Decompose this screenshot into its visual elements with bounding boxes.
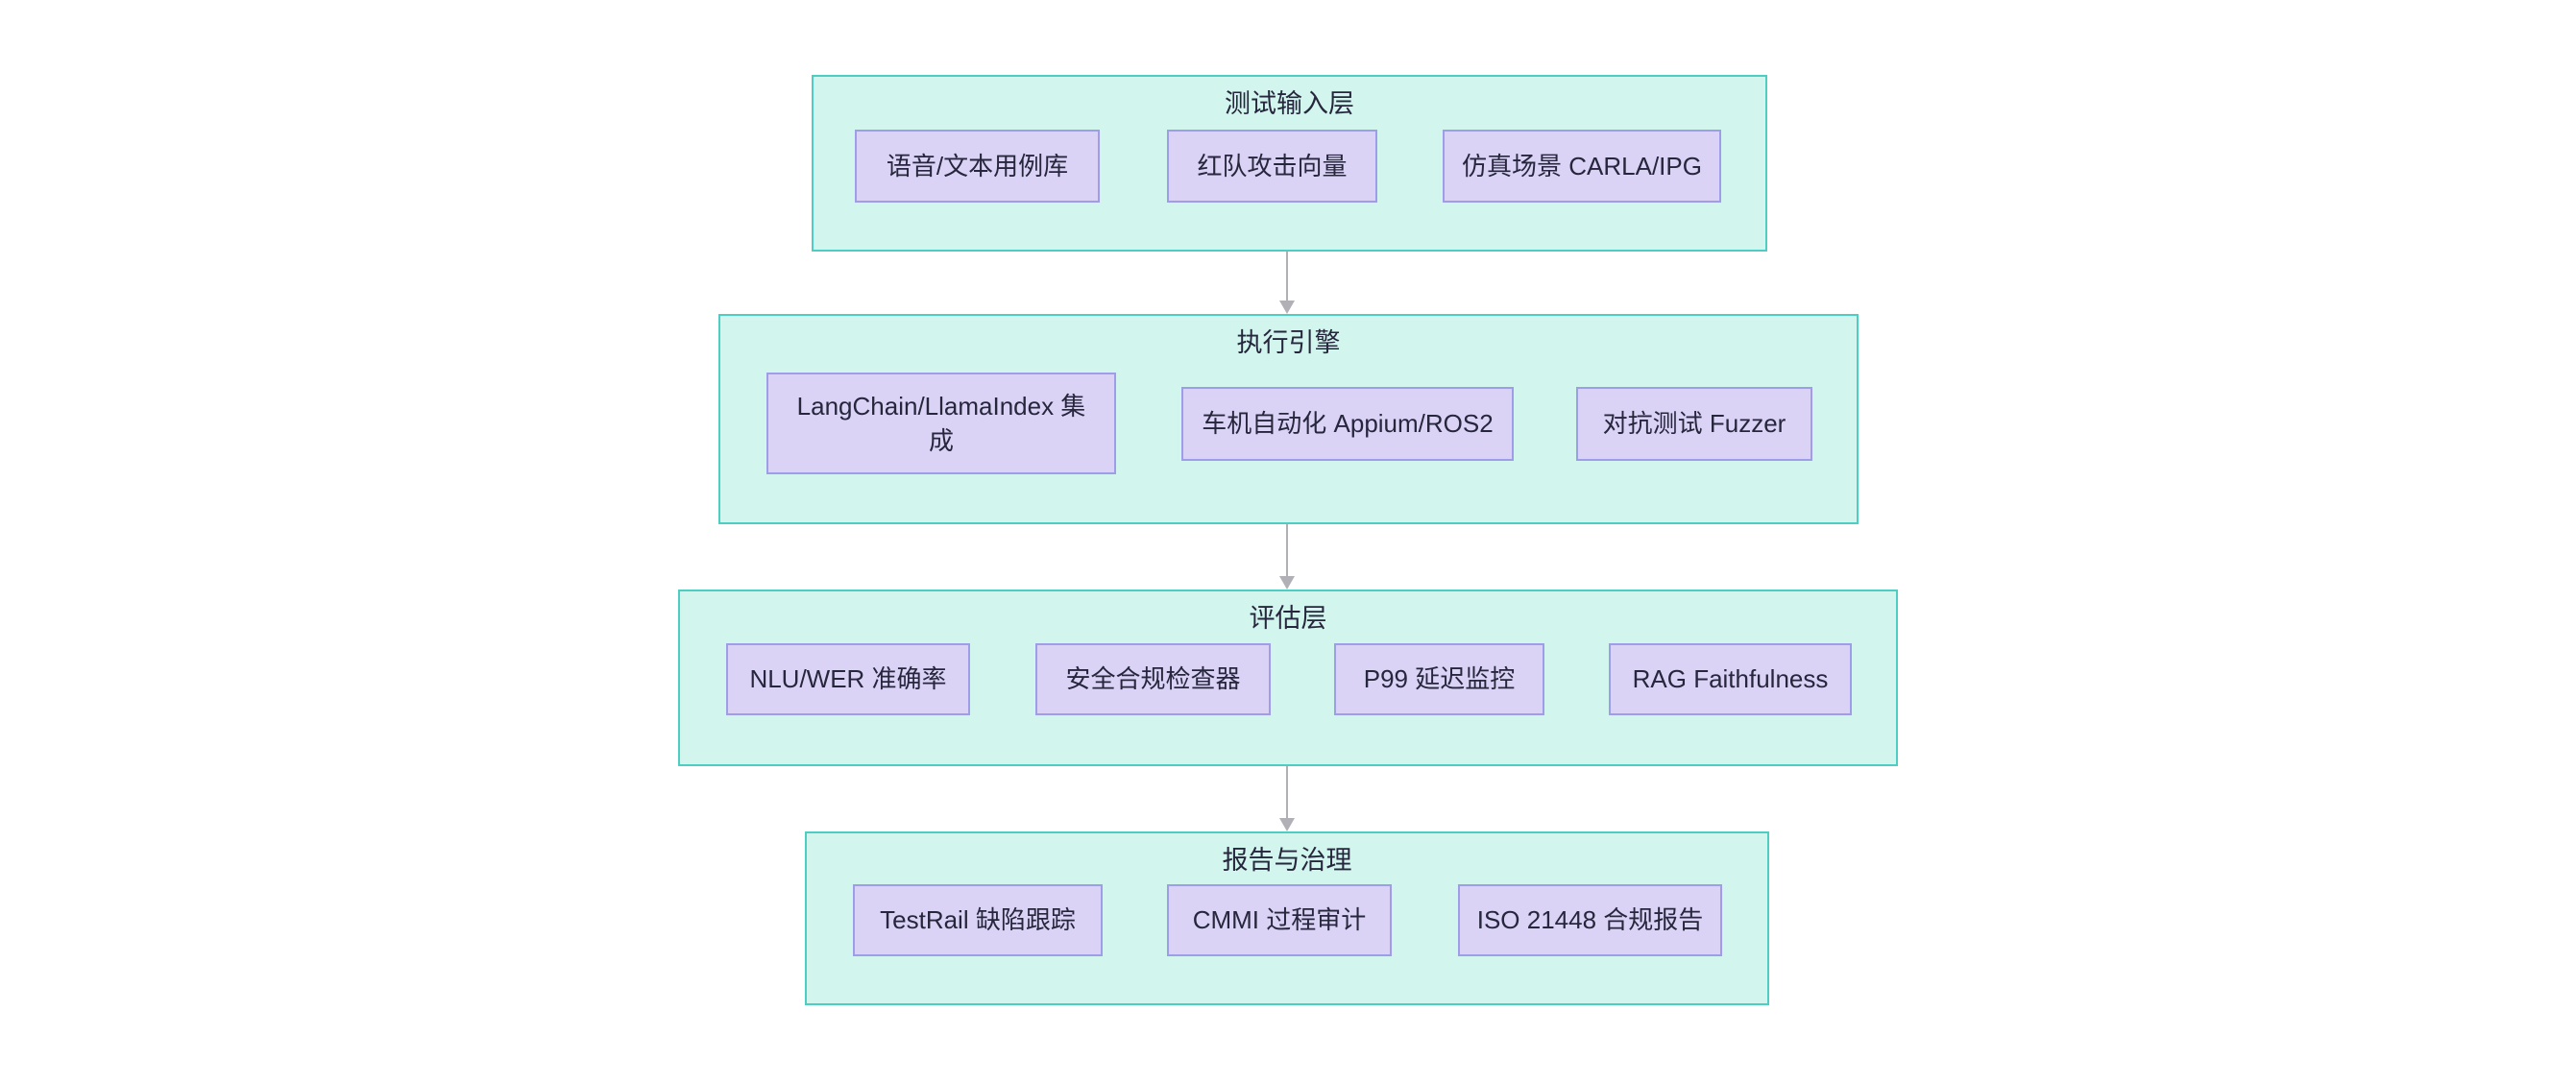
subgraph-execution-engine: 执行引擎 LangChain/LlamaIndex 集成 车机自动化 Appiu… <box>718 314 1859 524</box>
edge-evaluation-to-reporting <box>1279 766 1295 831</box>
node-label: CMMI 过程审计 <box>1192 905 1367 935</box>
arrowhead-icon <box>1279 818 1295 831</box>
node-safety-compliance-checker: 安全合规检查器 <box>1035 643 1271 715</box>
arrowhead-icon <box>1279 576 1295 590</box>
node-label: ISO 21448 合规报告 <box>1476 905 1704 935</box>
node-adversarial-test-fuzzer: 对抗测试 Fuzzer <box>1576 387 1812 461</box>
subgraph-title: 报告与治理 <box>1222 846 1352 875</box>
node-nlu-wer-accuracy: NLU/WER 准确率 <box>726 643 970 715</box>
node-p99-latency-monitoring: P99 延迟监控 <box>1334 643 1544 715</box>
node-simulation-scenario-carla-ipg: 仿真场景 CARLA/IPG <box>1443 130 1721 203</box>
subgraph-title: 执行引擎 <box>1236 328 1341 357</box>
node-iso-21448-compliance-report: ISO 21448 合规报告 <box>1458 884 1722 956</box>
arrow-line <box>1286 252 1288 302</box>
node-testrail-defect-tracking: TestRail 缺陷跟踪 <box>853 884 1103 956</box>
node-label: LangChain/LlamaIndex 集成 <box>796 391 1086 455</box>
subgraph-reporting-governance: 报告与治理 TestRail 缺陷跟踪 CMMI 过程审计 ISO 21448 … <box>805 831 1769 1005</box>
arrow-line <box>1286 766 1288 820</box>
node-label: 安全合规检查器 <box>1065 664 1241 694</box>
node-voice-text-case-library: 语音/文本用例库 <box>855 130 1100 203</box>
node-langchain-llamaindex-integration: LangChain/LlamaIndex 集成 <box>766 373 1116 474</box>
edge-engine-to-evaluation <box>1279 524 1295 590</box>
node-label: 仿真场景 CARLA/IPG <box>1462 151 1702 180</box>
node-label: P99 延迟监控 <box>1363 664 1516 694</box>
subgraph-title: 测试输入层 <box>1225 89 1354 118</box>
edge-input-to-engine <box>1279 252 1295 314</box>
node-label: 语音/文本用例库 <box>886 151 1069 180</box>
node-label: TestRail 缺陷跟踪 <box>880 905 1076 935</box>
node-label: 红队攻击向量 <box>1197 151 1348 180</box>
node-label: 车机自动化 Appium/ROS2 <box>1202 409 1494 439</box>
node-hmi-automation-appium-ros2: 车机自动化 Appium/ROS2 <box>1181 387 1514 461</box>
node-label: 对抗测试 Fuzzer <box>1602 409 1786 439</box>
arrow-line <box>1286 524 1288 578</box>
node-label: NLU/WER 准确率 <box>749 664 947 694</box>
subgraph-title: 评估层 <box>1249 604 1327 633</box>
node-label: RAG Faithfulness <box>1632 664 1829 694</box>
subgraph-evaluation-layer: 评估层 NLU/WER 准确率 安全合规检查器 P99 延迟监控 RAG Fai… <box>678 590 1898 766</box>
node-red-team-attack-vectors: 红队攻击向量 <box>1167 130 1377 203</box>
node-rag-faithfulness: RAG Faithfulness <box>1609 643 1852 715</box>
subgraph-test-input-layer: 测试输入层 语音/文本用例库 红队攻击向量 仿真场景 CARLA/IPG <box>812 75 1767 252</box>
node-cmmi-process-audit: CMMI 过程审计 <box>1167 884 1392 956</box>
arrowhead-icon <box>1279 301 1295 314</box>
